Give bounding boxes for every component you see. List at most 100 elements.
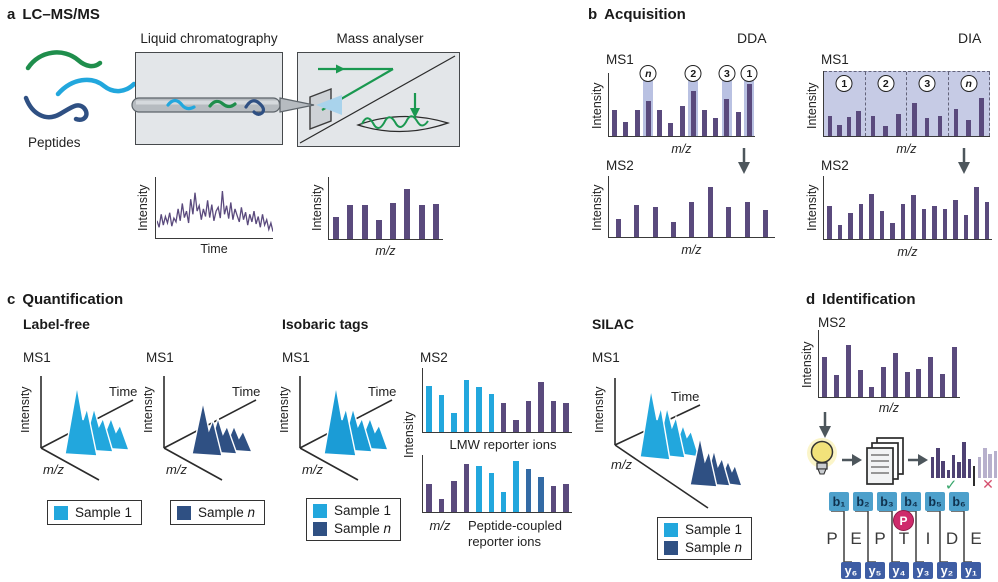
pc-ms2-chart <box>422 455 572 513</box>
legend-label: Sample n <box>334 521 392 536</box>
dia-ms1-ylabel: Intensity <box>805 82 819 130</box>
legend-row: Sample n <box>664 540 742 555</box>
sample1-swatch <box>313 503 327 518</box>
lmw-annotation: LMW reporter ions <box>449 437 557 452</box>
isobaric-header: Isobaric tags <box>282 316 369 332</box>
silac-header: SILAC <box>592 316 634 332</box>
dia-ms2-ylabel: Intensity <box>805 184 819 232</box>
iso-ms1-3d-plot: Intensity Time m/z <box>280 376 396 481</box>
samplen-swatch <box>664 540 678 555</box>
dia-ms2-label: MS2 <box>821 158 849 173</box>
needle-peptide-green <box>208 99 237 109</box>
documents-icon <box>866 437 904 485</box>
needle-body <box>131 97 281 113</box>
lc-label: Liquid chromatography <box>140 31 278 46</box>
needle-peptide-blue <box>244 99 266 116</box>
tof-arrowhead <box>336 64 345 74</box>
d-ms2-chart <box>818 330 960 398</box>
iso-ms2-ylabel: Intensity <box>402 411 416 459</box>
panel-b-tag: b <box>588 6 598 23</box>
silac-3d-plot: Intensity Time m/z <box>595 378 744 509</box>
legend-isobaric: Sample 1 Sample n <box>306 498 402 541</box>
pc-annotation-2: reporter ions <box>468 534 541 549</box>
silac-xlabel: m/z <box>611 457 632 472</box>
legend-silac: Sample 1 Sample n <box>657 517 753 560</box>
sample1-swatch <box>664 522 678 537</box>
d-ms2-xlabel: m/z <box>878 401 900 415</box>
peptides-squiggles <box>23 50 137 122</box>
legend-row: Sample n <box>313 521 391 536</box>
d-down-arrow-icon <box>819 412 831 438</box>
iso-ms1-label: MS1 <box>282 350 310 365</box>
legend-row: Sample 1 <box>664 522 742 537</box>
match-fail-spectrum <box>977 440 998 478</box>
d-ms2-ylabel: Intensity <box>800 341 814 389</box>
mass-analyser-label: Mass analyser <box>336 31 424 46</box>
dia-ms1-label: MS1 <box>821 52 849 67</box>
iso-ms2-label: MS2 <box>420 350 448 365</box>
panel-a-tag: a <box>7 6 16 23</box>
mass-analyser-diagram <box>299 55 456 144</box>
dia-ms2-xlabel: m/z <box>897 245 918 259</box>
dda-ms1-xlabel: m/z <box>671 142 692 156</box>
dda-ms2-chart <box>608 176 775 238</box>
tic-chart <box>155 177 273 239</box>
silac-zlabel: Time <box>671 389 699 404</box>
dda-ms2-label: MS2 <box>606 158 634 173</box>
sample1-swatch <box>54 505 68 520</box>
legend-label: Sample 1 <box>685 522 743 537</box>
phospho-badge: P <box>893 510 914 531</box>
lf2-ylabel: Intensity <box>144 386 155 433</box>
lc-needle <box>131 95 342 116</box>
dda-ms2-ylabel: Intensity <box>590 184 604 232</box>
lmw-ms2-chart <box>422 368 572 433</box>
a-spectrum-xlabel: m/z <box>375 244 396 258</box>
peptide-squiggle-cyan <box>55 77 137 97</box>
needle-highlight <box>136 100 278 105</box>
right-arrow-icon <box>908 454 928 466</box>
iso-xlabel: m/z <box>302 462 323 477</box>
lf2-zlabel: Time <box>232 384 260 399</box>
legend-samplen: Sample n <box>170 500 266 525</box>
pc-xlabel: m/z <box>429 518 451 533</box>
lightbulb-icon <box>807 438 837 475</box>
lf2-xlabel: m/z <box>166 462 187 477</box>
samplen-swatch <box>177 505 191 520</box>
dia-ms1-xlabel: m/z <box>896 142 917 156</box>
panel-d-tag: d <box>806 291 816 308</box>
mass-analyser-box <box>297 52 460 147</box>
lf2-ms1-label: MS1 <box>146 350 174 365</box>
lf-samplen-3d-plot: Intensity Time m/z <box>144 376 260 481</box>
lf1-zlabel: Time <box>109 384 137 399</box>
detector-plate <box>309 87 332 131</box>
orbitrap-outline <box>356 115 450 133</box>
legend-sample1: Sample 1 <box>47 500 143 525</box>
orbitrap-entry-arrowhead <box>410 108 420 118</box>
lf1-ms1-label: MS1 <box>23 350 51 365</box>
check-icon: ✓ <box>944 477 958 494</box>
dda-down-arrow-icon <box>738 148 750 174</box>
peptides-label: Peptides <box>28 135 81 150</box>
d-ms2-label: MS2 <box>818 315 846 330</box>
needle-peptide-cyan <box>166 98 196 111</box>
silac-ylabel: Intensity <box>595 386 606 433</box>
lf1-ylabel: Intensity <box>21 386 32 433</box>
dda-ms1-ylabel: Intensity <box>590 82 604 130</box>
silac-ms1-label: MS1 <box>592 350 620 365</box>
legend-row: Sample n <box>177 505 255 520</box>
tic-ylabel: Intensity <box>136 184 150 232</box>
iso-ylabel: Intensity <box>280 386 291 433</box>
samplen-swatch <box>313 521 327 536</box>
peptide-squiggle-blue <box>23 95 89 122</box>
peptide-squiggle-green <box>25 50 103 71</box>
